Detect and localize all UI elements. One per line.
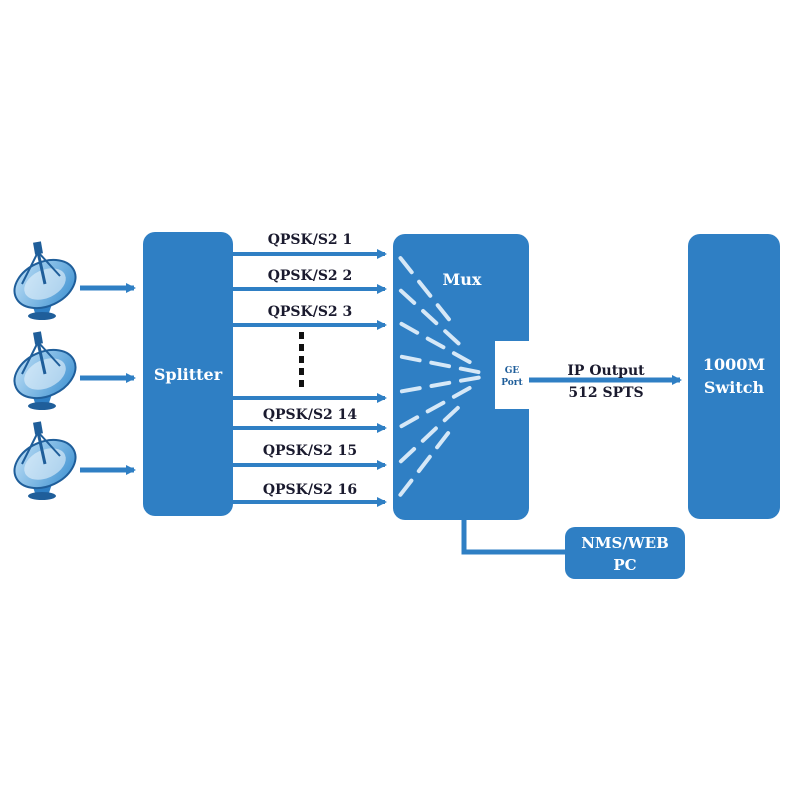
ge-port xyxy=(495,341,529,409)
fan-dash xyxy=(399,321,420,335)
satellite-dish-icon xyxy=(13,421,77,500)
fan-dash xyxy=(429,360,451,369)
nms-label-1: NMS/WEB xyxy=(581,534,669,552)
ellipsis-dot xyxy=(299,356,304,363)
splitter-box xyxy=(143,232,233,516)
mux-fan-dashes xyxy=(398,256,481,497)
fan-dash xyxy=(429,380,452,388)
nms-label-2: PC xyxy=(613,556,636,574)
dish-to-splitter-arrows xyxy=(80,283,136,475)
fan-dash xyxy=(398,256,414,275)
fan-dash xyxy=(435,303,451,322)
ellipsis-dot xyxy=(299,344,304,351)
fan-dash xyxy=(420,426,438,443)
switch-label-2: Switch xyxy=(704,378,765,397)
ellipsis-dot xyxy=(299,368,304,375)
channel-label: QPSK/S2 15 xyxy=(263,443,357,459)
ip-output-label-1: IP Output xyxy=(567,363,645,379)
ge-port-label-2: Port xyxy=(501,378,523,388)
fan-dash xyxy=(458,366,481,375)
fan-dash xyxy=(451,351,472,364)
mux-nms-connector xyxy=(461,520,566,555)
fan-dash xyxy=(435,431,451,450)
ip-output-label-2: 512 SPTS xyxy=(568,385,643,401)
channel-label: QPSK/S2 2 xyxy=(268,268,353,284)
ellipsis-dot xyxy=(299,380,304,387)
fan-dash xyxy=(399,354,422,363)
fan-dash xyxy=(425,336,446,350)
ellipsis-dots xyxy=(299,332,304,387)
fan-dash xyxy=(425,400,446,414)
mux-label: Mux xyxy=(443,270,482,289)
satellite-dish-icon xyxy=(13,331,77,410)
fan-dash xyxy=(442,405,460,423)
channel-label: QPSK/S2 16 xyxy=(263,482,357,498)
splitter-label: Splitter xyxy=(154,365,223,384)
fan-dash xyxy=(398,288,417,305)
ellipsis-dot xyxy=(299,332,304,339)
fan-dash xyxy=(399,386,422,394)
ge-port-label-1: GE xyxy=(505,366,520,376)
fan-dash xyxy=(399,415,420,429)
channel-label: QPSK/S2 1 xyxy=(268,232,353,248)
mux-box xyxy=(393,234,529,520)
fan-dash xyxy=(416,454,432,474)
channel-group: QPSK/S2 1 QPSK/S2 2 QPSK/S2 3 QPSK/S2 14 QPS… xyxy=(233,232,387,507)
fan-dash xyxy=(398,447,417,464)
fan-dash xyxy=(421,309,439,326)
fan-dash xyxy=(443,329,461,346)
fan-dash xyxy=(451,386,472,399)
switch-box xyxy=(688,234,780,519)
channel-label: QPSK/S2 14 xyxy=(263,407,358,423)
fan-dash xyxy=(459,375,481,383)
switch-label-1: 1000M xyxy=(703,355,765,374)
nms-box xyxy=(565,527,685,579)
fan-dash xyxy=(398,478,414,497)
satellite-dish-icon xyxy=(13,241,77,320)
channel-label: QPSK/S2 3 xyxy=(268,304,353,320)
fan-dash xyxy=(417,279,433,298)
